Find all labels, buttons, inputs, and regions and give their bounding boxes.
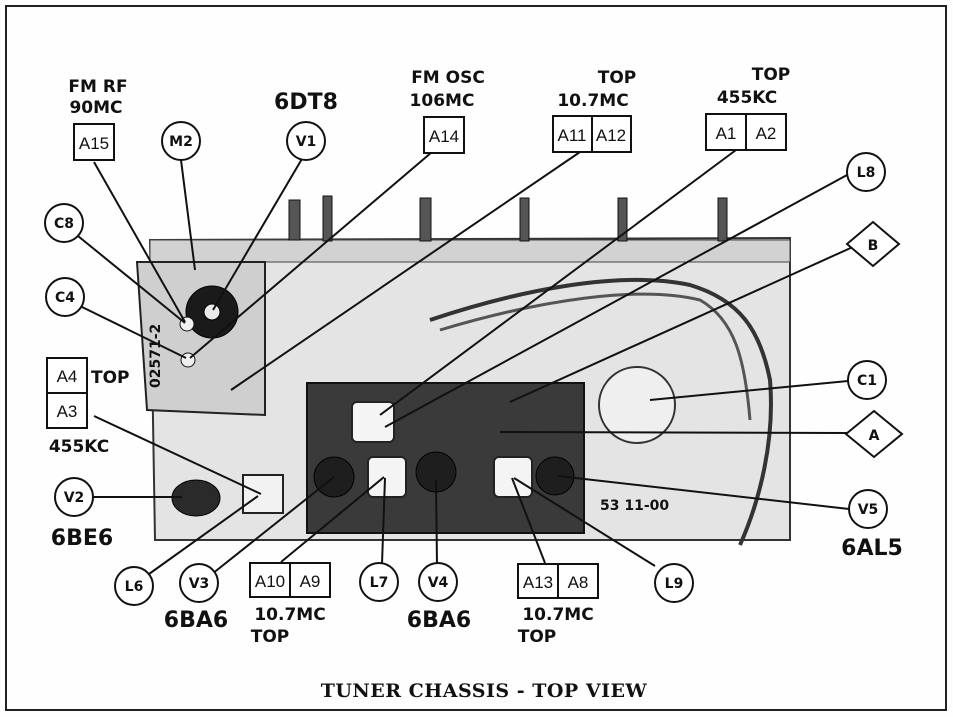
box-a3: A3	[57, 402, 78, 421]
leader-v4	[435, 479, 438, 566]
chassis-photo: 02571-2 5	[135, 195, 791, 546]
leader-a14	[189, 151, 433, 359]
coil-l6	[242, 474, 284, 514]
callout-a: A	[869, 428, 880, 444]
callout-l7: L7	[370, 575, 389, 591]
v1-tube-type: 6DT8	[274, 90, 338, 115]
leader-a10-a9	[280, 476, 385, 563]
fm-osc-label: FM OSC	[411, 68, 485, 88]
box-a10: A10	[255, 572, 285, 591]
leader-v5	[557, 475, 850, 510]
callout-v4: V4	[428, 575, 449, 591]
leader-c1	[649, 380, 849, 401]
leader-a4-a3	[93, 415, 262, 495]
leader-a1-a2	[379, 149, 737, 416]
a3-freq-label: 455KC	[49, 437, 109, 457]
box-a8: A8	[568, 573, 589, 592]
box-a4: A4	[57, 367, 78, 386]
a10-a9-top: TOP	[251, 627, 290, 647]
a13-a8-top: TOP	[518, 627, 557, 647]
a10-a9-freq: 10.7MC	[254, 605, 325, 625]
trimmer-c8	[179, 316, 195, 332]
diagram-caption: TUNER CHASSIS - TOP VIEW	[321, 680, 648, 702]
leader-v3	[211, 476, 335, 575]
box-a14: A14	[429, 127, 459, 146]
top-455-label: TOP	[752, 65, 791, 85]
leader-a11-a12	[230, 151, 581, 391]
leader-l8	[384, 174, 848, 428]
leader-l7	[381, 477, 386, 565]
v5-tube-type: 6AL5	[841, 536, 903, 561]
if-can-l9	[493, 456, 533, 498]
callout-c4: C4	[55, 290, 75, 306]
adjustment-boxes: A15 A14 A11 A12 A1 A2 A4 A3 A10 A9 A13 A…	[46, 113, 787, 599]
box-a1: A1	[716, 124, 737, 143]
fm-rf-freq: 90MC	[69, 98, 122, 118]
leader-m2	[180, 159, 196, 271]
leader-b	[509, 245, 856, 403]
a13-a8-freq: 10.7MC	[522, 605, 593, 625]
callout-l9: L9	[665, 576, 684, 592]
box-a2: A2	[756, 124, 777, 143]
leader-lines	[77, 149, 856, 575]
box-a13: A13	[523, 573, 553, 592]
a4-top-label: TOP	[91, 368, 130, 388]
v4-tube-type: 6BA6	[407, 608, 471, 633]
leader-l6	[148, 495, 259, 575]
callout-c1: C1	[857, 373, 877, 389]
callout-l8: L8	[857, 165, 876, 181]
top-107-freq: 10.7MC	[557, 91, 628, 111]
callout-l6: L6	[125, 579, 144, 595]
top-455-freq: 455KC	[717, 88, 777, 108]
capacitor-c1	[598, 366, 676, 444]
box-a12: A12	[596, 126, 626, 145]
callout-c8: C8	[54, 216, 74, 232]
v2-tube-type: 6BE6	[51, 526, 113, 551]
callout-v2: V2	[64, 490, 85, 506]
v3-tube-type: 6BA6	[164, 608, 228, 633]
callout-v3: V3	[189, 576, 210, 592]
leader-a	[499, 431, 849, 434]
box-a9: A9	[300, 572, 321, 591]
callout-m2: M2	[169, 134, 193, 150]
box-a11: A11	[558, 126, 587, 145]
top-107-label: TOP	[598, 68, 637, 88]
callout-v1: V1	[296, 134, 317, 150]
tube-socket-v5	[535, 456, 575, 496]
leader-c8	[77, 235, 186, 324]
callouts: M2 V1 C8 C4 L8 B C1 A V2 V5 L6 V3 L7 V4 …	[44, 121, 904, 606]
if-can-l7	[367, 456, 407, 498]
fm-rf-label: FM RF	[68, 77, 127, 97]
leader-a13-a8	[511, 477, 546, 564]
outer-border	[5, 5, 947, 711]
leader-v1	[212, 151, 307, 311]
subchassis-code: 02571-2	[148, 324, 164, 388]
callout-b: B	[868, 238, 879, 254]
fm-osc-freq: 106MC	[410, 91, 475, 111]
leader-a15	[93, 161, 186, 323]
box-a15: A15	[79, 134, 109, 153]
callout-v5: V5	[858, 502, 879, 518]
pcb-stamp: 53 11-00	[600, 498, 669, 514]
if-can-l8	[351, 401, 395, 443]
leader-l9	[513, 477, 656, 567]
leader-c4	[79, 305, 187, 359]
wire-bundle	[429, 277, 773, 546]
